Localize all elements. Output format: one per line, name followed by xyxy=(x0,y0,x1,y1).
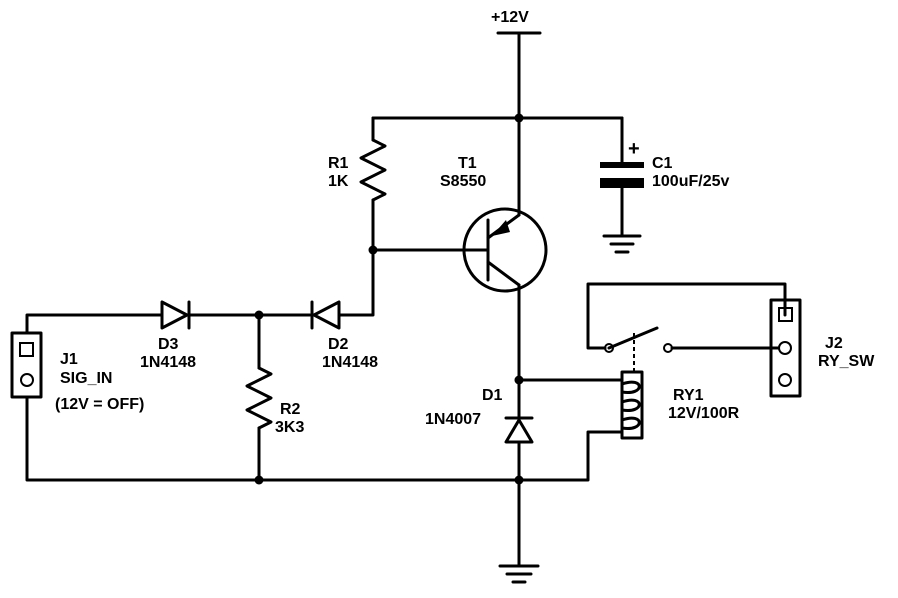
d2-ref: D2 xyxy=(328,336,349,353)
junction-dot xyxy=(514,375,524,385)
j2-body xyxy=(769,298,802,398)
diode-d1: D1 1N4007 xyxy=(425,387,534,482)
t1-value: S8550 xyxy=(440,173,486,190)
t1-ref: T1 xyxy=(458,155,477,172)
c1-value: 100uF/25v xyxy=(652,173,729,190)
j2-pin-round xyxy=(778,341,792,355)
d1-ref: D1 xyxy=(482,387,503,404)
d2-value: 1N4148 xyxy=(322,354,378,371)
emitter-arrow xyxy=(492,220,510,236)
j1-pin-round xyxy=(20,373,34,387)
connector-j1: J1 SIG_IN (12V = OFF) xyxy=(10,331,144,413)
capacitor-c1: + C1 100uF/25v xyxy=(600,116,729,254)
j1-note: (12V = OFF) xyxy=(55,396,144,413)
transistor-collector xyxy=(486,260,521,287)
j2-pin-square xyxy=(778,307,793,322)
j1-pin-square xyxy=(19,342,34,357)
transistor-body xyxy=(462,207,548,293)
r2-value: 3K3 xyxy=(275,419,304,436)
ground-rail xyxy=(25,395,624,584)
diode-d3: D3 1N4148 xyxy=(140,300,312,371)
c1-ref: C1 xyxy=(652,155,673,172)
j1-ref: J1 xyxy=(60,351,78,368)
resistor-r1: R1 1K xyxy=(328,116,387,252)
transistor-t1: T1 S8550 xyxy=(368,116,548,420)
j2-ref: J2 xyxy=(825,335,843,352)
relay-switch-arm xyxy=(607,326,659,350)
resistor-r2: R2 3K3 xyxy=(245,313,304,482)
top-rail xyxy=(371,113,624,123)
relay-coil-winding xyxy=(620,380,641,431)
diode-d2: D2 1N4148 xyxy=(310,248,378,371)
relay-contact-nc xyxy=(604,343,614,353)
r2-ref: R2 xyxy=(280,401,301,418)
signal-wire xyxy=(25,313,164,335)
junction-dot xyxy=(254,475,264,485)
d3-value: 1N4148 xyxy=(140,354,196,371)
ry1-value: 12V/100R xyxy=(668,405,740,422)
ry1-ref: RY1 xyxy=(673,387,704,404)
j2-pin-round xyxy=(778,373,792,387)
r1-ref: R1 xyxy=(328,155,349,172)
j2-name: RY_SW xyxy=(818,353,875,370)
relay-ry1: RY1 12V/100R xyxy=(514,282,787,440)
d3-ref: D3 xyxy=(158,336,179,353)
supply-label: +12V xyxy=(491,9,529,26)
r1-value: 1K xyxy=(328,173,349,190)
j1-name: SIG_IN xyxy=(60,370,112,387)
relay-coil-body xyxy=(620,370,644,440)
supply-12v: +12V xyxy=(491,9,542,120)
connector-j2: J2 RY_SW xyxy=(769,298,875,398)
c1-polarity: + xyxy=(628,138,640,160)
cap-plate-positive xyxy=(600,162,644,168)
cap-plate-negative xyxy=(600,178,644,188)
d1-value: 1N4007 xyxy=(425,411,481,428)
